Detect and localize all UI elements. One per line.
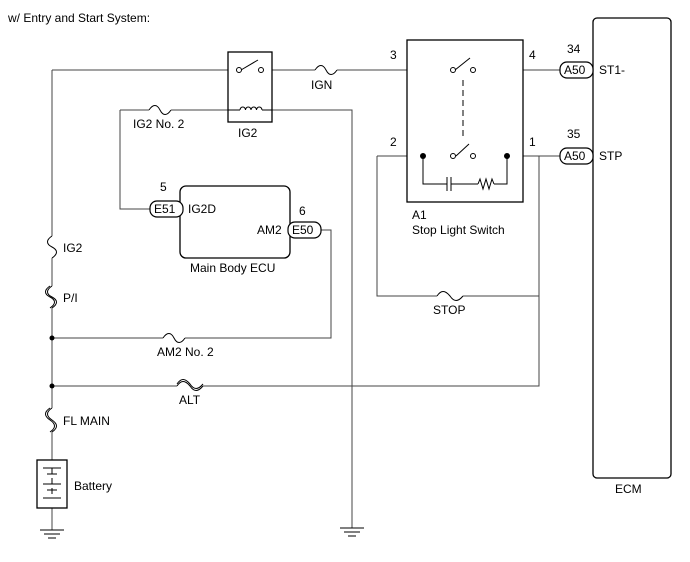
wire-ig2d-feed [119,110,150,210]
ecu-connector-am2-label: E50 [292,223,314,237]
switch-pin-4: 4 [529,48,536,62]
diagram-heading: w/ Entry and Start System: [7,11,150,25]
ecm-terminal-st1: ST1- [599,63,625,77]
junction-am2 [49,335,55,341]
main-body-ecu-box [179,185,291,259]
ecm-terminal-stp: STP [599,149,622,163]
ecm-connector-stp-label: A50 [564,149,586,163]
switch-top-contact-right [470,67,476,73]
wire-relay-ground [272,109,353,528]
relay-contact-right [258,67,264,73]
fuse-ig2no2-label: IG2 No. 2 [133,117,185,131]
fuse-alt-icon [176,381,204,391]
fuse-ig2-label: IG2 [63,241,83,255]
switch-rc-branch [422,156,508,185]
stop-switch-name: Stop Light Switch [412,223,505,237]
relay-blade [240,59,259,71]
fuse-fl-main-label: FL MAIN [63,414,110,428]
switch-pin-3: 3 [390,48,397,62]
switch-pin-1: 1 [529,135,536,149]
fuse-pi-icon [47,285,57,309]
ground-icon-relay [340,527,364,537]
fuse-alt-icon-double [176,379,204,389]
ecu-connector-ig2d-label: E51 [154,202,176,216]
relay-contact-left [236,67,242,73]
switch-top-blade [454,57,471,71]
fuse-am2no2-icon [162,333,186,343]
ig2-relay-box [227,51,273,123]
fuse-stop-icon [436,291,464,301]
ecu-terminal-am2: AM2 [257,223,282,237]
ecu-terminal-ig2d: IG2D [188,202,216,216]
fuse-fl-main-icon [47,407,57,433]
ecm-label: ECM [615,482,642,496]
ground-icon-battery [40,529,64,539]
fuse-ign-label: IGN [311,78,332,92]
ig2-relay-label: IG2 [238,126,258,140]
ecm-connector-st1-label: A50 [564,63,586,77]
switch-top-contact-left [450,67,456,73]
ecu-pin-5: 5 [160,180,167,194]
relay-coil-icon [239,106,263,111]
fuse-pi-label: P/I [63,291,78,305]
stop-light-switch-box [406,39,524,203]
wire-am2-line [52,229,332,339]
switch-bottom-contact-left [450,153,456,159]
capacitor-icon [446,177,452,191]
ecu-connector-am2 [287,221,322,239]
fuse-fl-main-icon-double [45,407,55,433]
fuse-pi-icon-double [45,285,55,309]
switch-pin-2: 2 [390,135,397,149]
switch-bottom-blade [455,143,470,157]
ecm-pin-34: 34 [567,42,581,56]
fuse-ig2-icon [47,235,57,259]
ecu-connector-ig2d [149,200,184,218]
fuse-stop-label: STOP [433,303,465,317]
fuse-am2no2-label: AM2 No. 2 [157,345,214,359]
ecm-connector-stp [559,147,594,165]
fuse-ig2no2-icon [148,105,172,115]
fuse-alt-label: ALT [179,393,201,407]
ecm-pin-35: 35 [567,127,581,141]
battery-label: Battery [74,479,112,493]
fuse-ign-icon [314,65,338,75]
switch-bottom-contact-right [470,153,476,159]
stop-switch-code: A1 [412,208,427,222]
wire-stop-line [376,156,539,297]
ecu-pin-6: 6 [299,204,306,218]
ecm-box [592,17,672,479]
resistor-icon [477,177,495,191]
main-body-ecu-label: Main Body ECU [190,261,275,275]
ecm-connector-st1 [559,61,594,79]
junction-alt [49,383,55,389]
